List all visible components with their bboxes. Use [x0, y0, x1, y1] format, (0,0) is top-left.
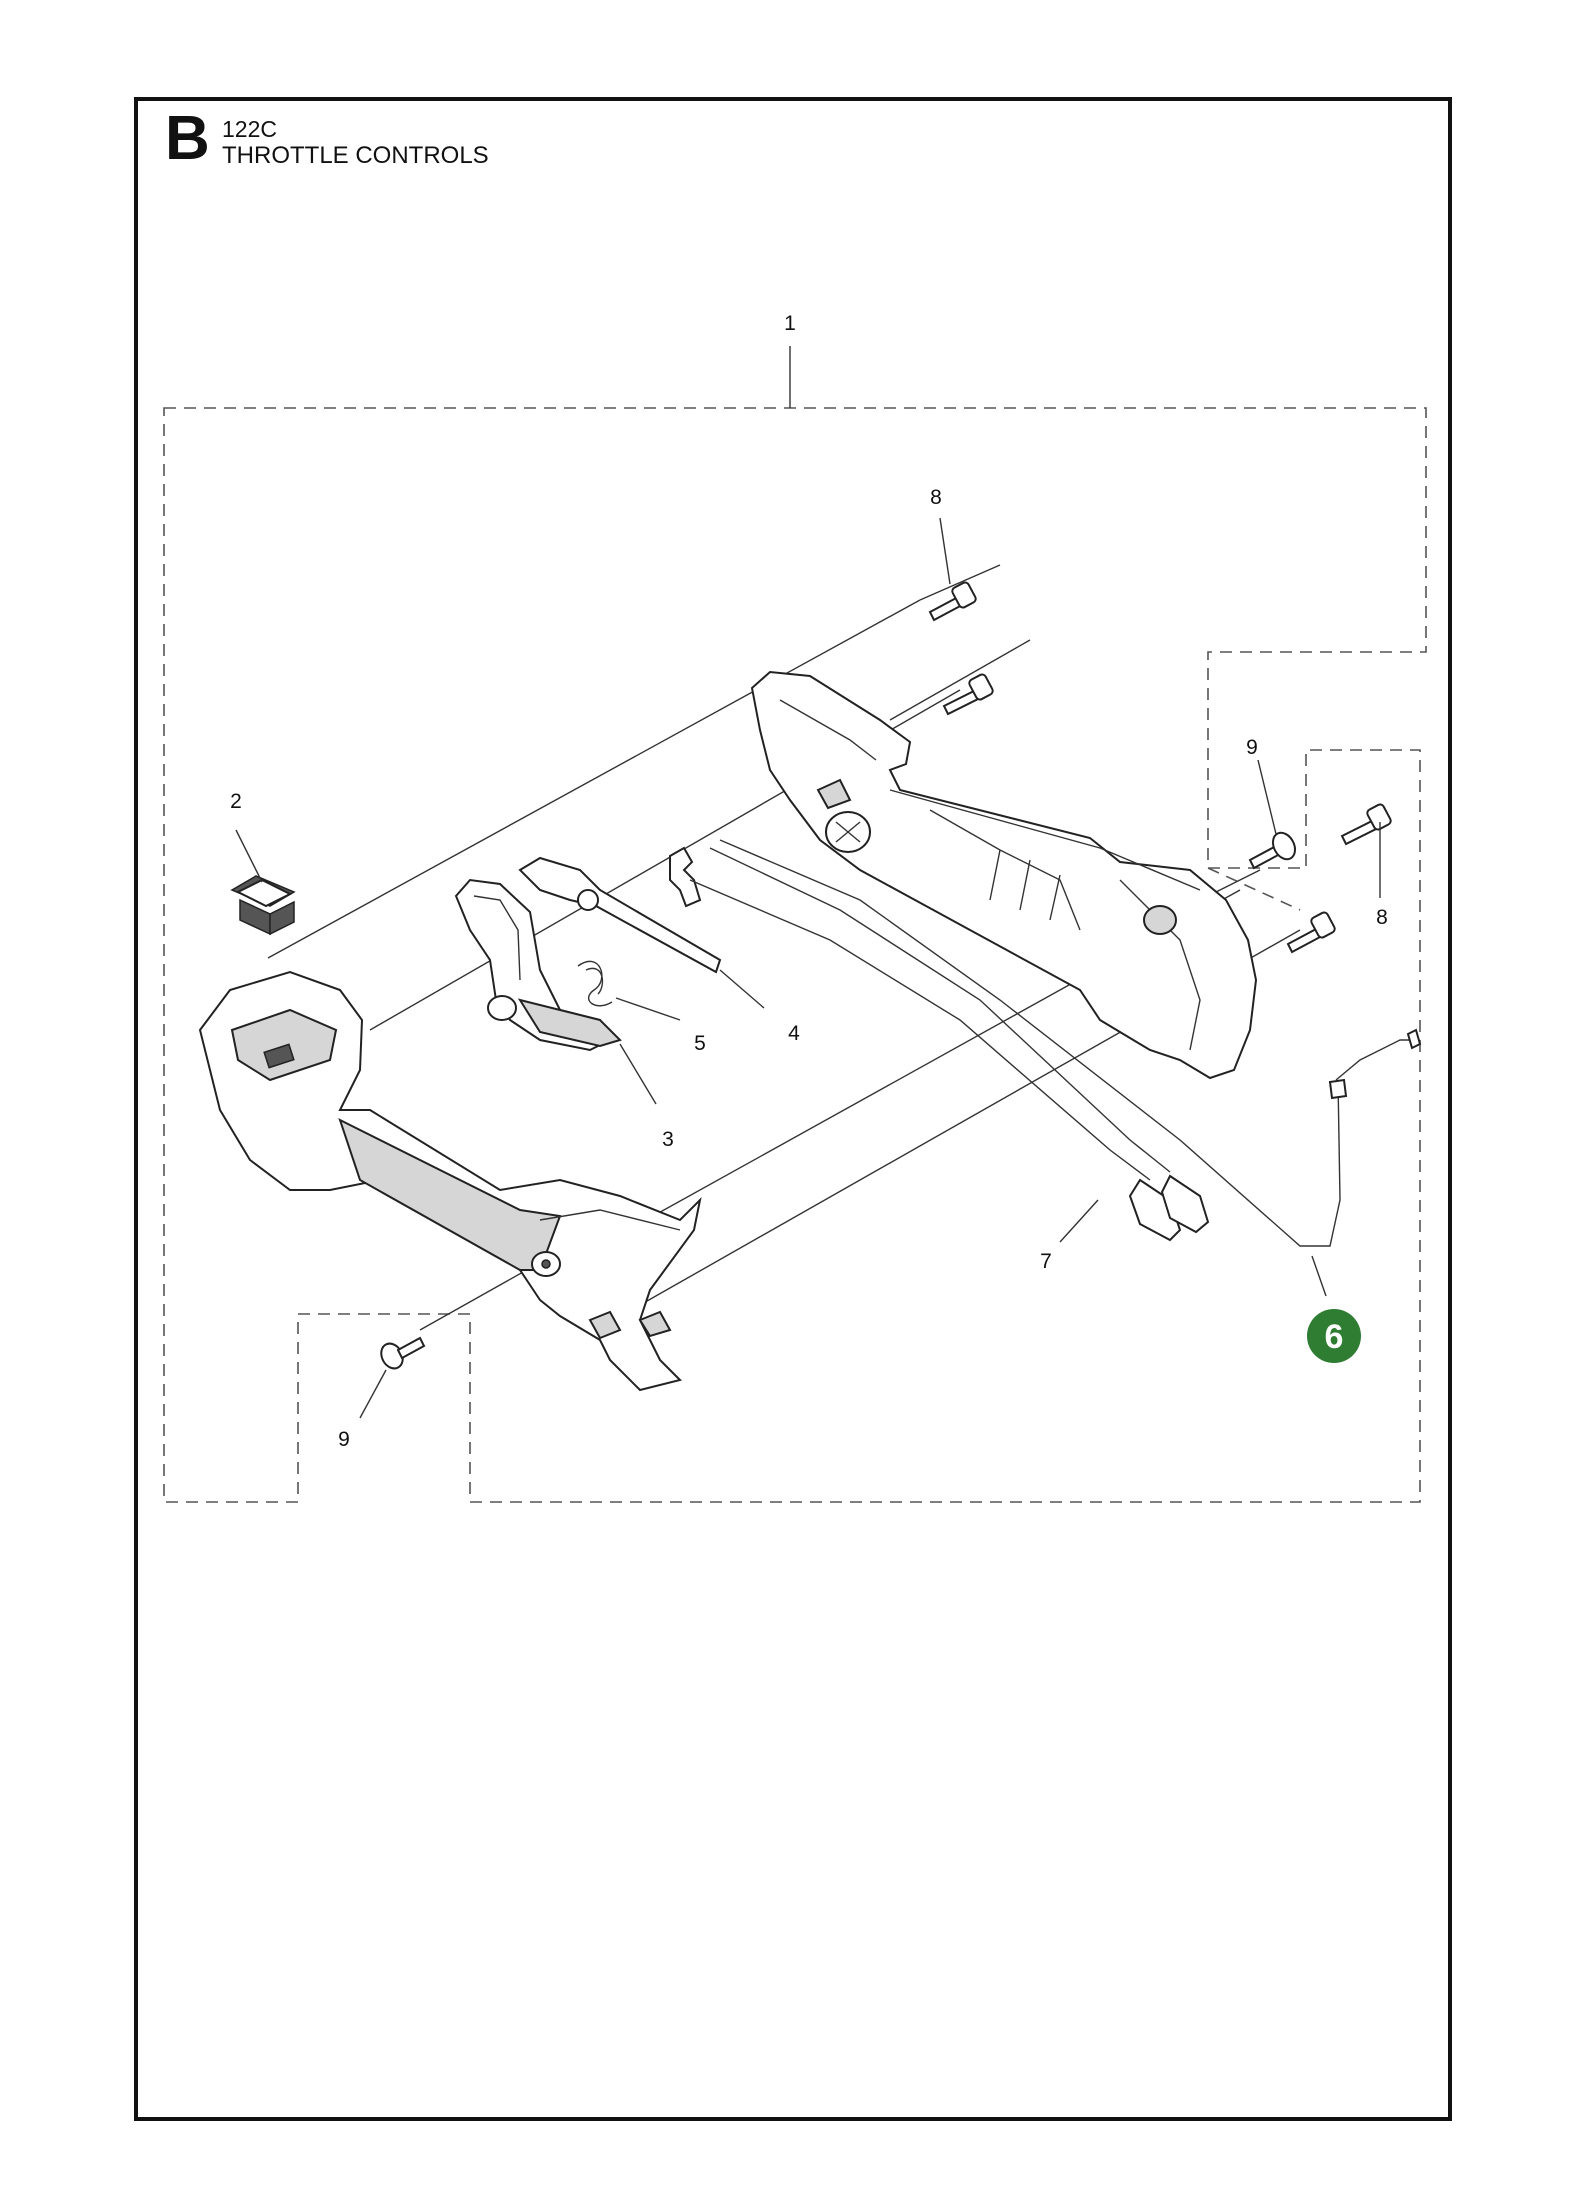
callout-9-right: 9 [1246, 736, 1258, 759]
callout-2: 2 [230, 790, 242, 813]
spring [577, 960, 613, 1007]
diagram-title: THROTTLE CONTROLS [222, 142, 489, 169]
callout-leaders [235, 517, 1381, 1419]
callout-8-right: 8 [1376, 906, 1388, 929]
screw-9-right [1248, 831, 1297, 870]
callout-6-highlight[interactable]: 6 [1307, 1309, 1361, 1363]
assembly-boundary-inner [1207, 867, 1301, 911]
screw-8-right [1340, 803, 1392, 846]
assembly-boundary [163, 407, 1427, 1503]
switch [230, 875, 296, 936]
callout-1: 1 [784, 312, 796, 335]
stop-cable [719, 839, 1422, 1247]
throttle-trigger [454, 878, 622, 1052]
front-handle [198, 970, 702, 1392]
screw-8-upper [928, 581, 977, 622]
lock-lever [518, 856, 722, 974]
callout-3: 3 [662, 1128, 674, 1151]
callout-8-top: 8 [930, 486, 942, 509]
callout-6: 6 [1325, 1318, 1344, 1356]
section-letter: B [165, 104, 210, 173]
callout-7: 7 [1040, 1250, 1052, 1273]
screw-9-left [380, 1336, 426, 1370]
callout-9-left: 9 [338, 1428, 350, 1451]
callout-4: 4 [788, 1022, 800, 1045]
screw-right-lower [1286, 911, 1336, 954]
throttle-wire [669, 846, 1210, 1242]
highlight-circle [1307, 1309, 1361, 1363]
screw-upper-2 [942, 673, 994, 716]
callout-5: 5 [694, 1032, 706, 1055]
model-number: 122C [222, 116, 277, 142]
page-frame [134, 97, 1452, 2121]
handle-bracket [750, 670, 1258, 1080]
